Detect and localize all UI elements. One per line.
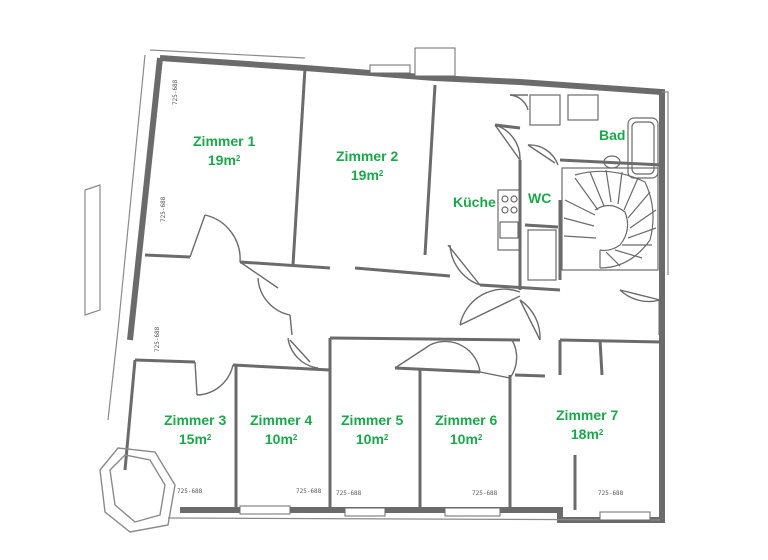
window-mark: 725-688 bbox=[336, 490, 362, 497]
window-mark: 725-688 bbox=[472, 490, 498, 497]
interior-walls bbox=[123, 67, 663, 510]
room-name: Zimmer 2 bbox=[336, 148, 399, 164]
room-area: 15m2 bbox=[178, 431, 212, 447]
kitchen-fixtures bbox=[497, 189, 521, 251]
room-area: 19m2 bbox=[350, 167, 384, 183]
outer-wall-thin bbox=[84, 49, 669, 521]
window-mark: 725-688 bbox=[177, 488, 203, 495]
window-mark: 725-688 bbox=[154, 326, 161, 352]
room-label-bad: Bad bbox=[599, 126, 625, 145]
room-name: Küche bbox=[453, 194, 496, 210]
bath-fixtures bbox=[527, 94, 659, 281]
room-name: WC bbox=[528, 190, 552, 206]
room-name: Zimmer 4 bbox=[250, 412, 313, 428]
room-label-zimmer-6: Zimmer 6 10m2 bbox=[435, 411, 497, 449]
room-name: Zimmer 3 bbox=[164, 412, 227, 428]
room-name: Zimmer 1 bbox=[193, 133, 256, 149]
room-name: Zimmer 5 bbox=[341, 412, 404, 428]
door-swings bbox=[189, 94, 661, 396]
window-mark: 725-688 bbox=[160, 196, 167, 222]
room-label-zimmer-3: Zimmer 3 15m2 bbox=[164, 411, 226, 449]
room-name: Zimmer 7 bbox=[556, 407, 619, 423]
room-area: 10m2 bbox=[449, 431, 483, 447]
room-area: 10m2 bbox=[264, 431, 298, 447]
staircase bbox=[561, 167, 659, 271]
room-label-kueche: Küche bbox=[453, 193, 496, 212]
room-area: 19m2 bbox=[207, 152, 241, 168]
room-label-wc: WC bbox=[528, 189, 551, 208]
room-name: Bad bbox=[599, 127, 626, 143]
window-mark: 725-688 bbox=[598, 490, 624, 497]
bay-window bbox=[99, 447, 176, 533]
outer-walls bbox=[127, 55, 665, 523]
room-label-zimmer-5: Zimmer 5 10m2 bbox=[341, 411, 403, 449]
window-mark: 725-688 bbox=[172, 79, 179, 105]
window-openings bbox=[239, 47, 651, 521]
room-label-zimmer-4: Zimmer 4 10m2 bbox=[250, 411, 312, 449]
room-label-zimmer-7: Zimmer 7 18m2 bbox=[556, 406, 618, 444]
room-label-zimmer-2: Zimmer 2 19m2 bbox=[336, 147, 398, 185]
room-area: 10m2 bbox=[355, 431, 389, 447]
window-mark: 725-688 bbox=[296, 488, 322, 495]
room-name: Zimmer 6 bbox=[435, 412, 498, 428]
room-label-zimmer-1: Zimmer 1 19m2 bbox=[193, 132, 255, 170]
room-area: 18m2 bbox=[570, 426, 604, 442]
